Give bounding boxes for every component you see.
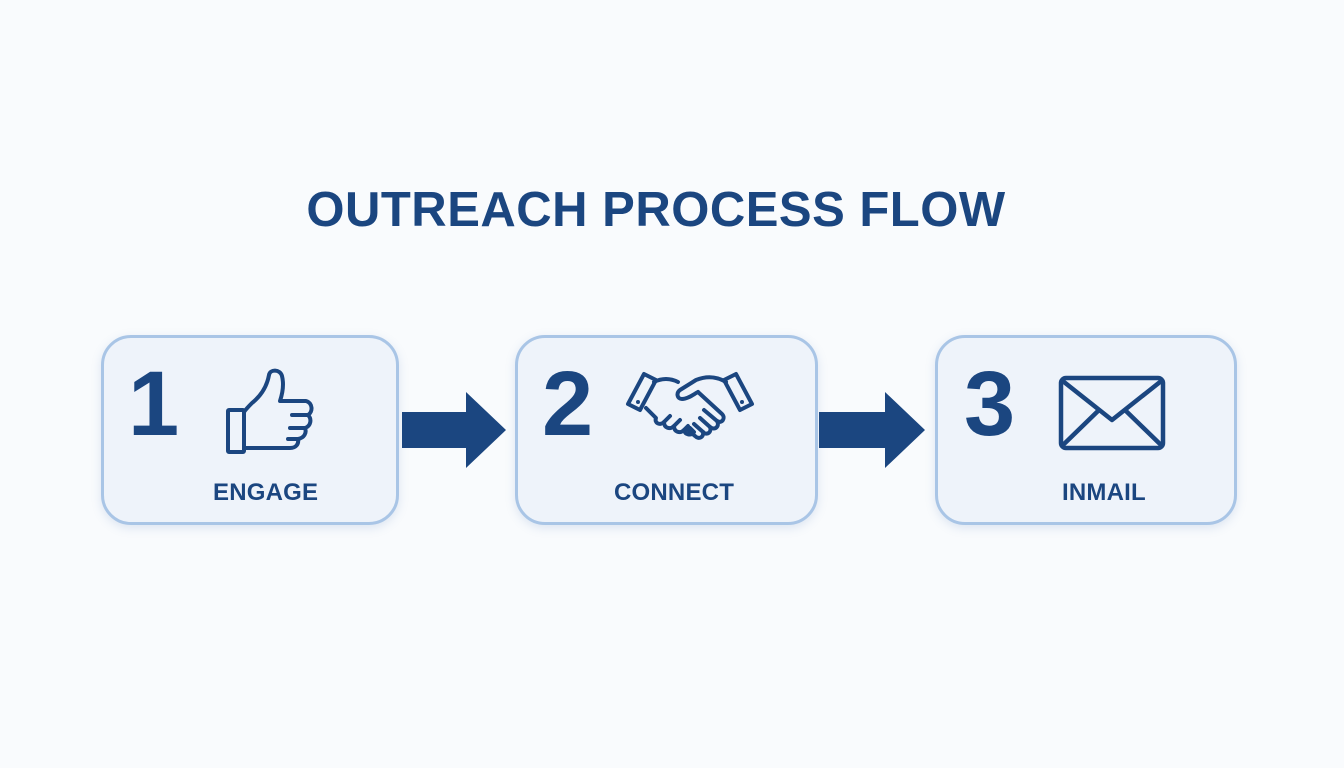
step-label: CONNECT: [614, 479, 735, 506]
arrow-right-icon: [402, 392, 506, 468]
step-number: 1: [128, 353, 180, 455]
diagram-title: OUTREACH PROCESS FLOW: [306, 183, 1006, 237]
thumbs-up-icon: [226, 368, 314, 454]
step-label: ENGAGE: [213, 479, 319, 506]
envelope-icon: [1058, 375, 1166, 451]
step-label: INMAIL: [1062, 479, 1146, 506]
step-card-connect: 2 CONNECT: [515, 335, 818, 525]
step-card-inmail: 3 INMAIL: [935, 335, 1237, 525]
step-number: 3: [964, 353, 1016, 455]
arrow-right-icon: [819, 392, 925, 468]
step-number: 2: [542, 353, 594, 455]
handshake-icon: [626, 372, 754, 440]
step-card-engage: 1 ENGAGE: [101, 335, 399, 525]
